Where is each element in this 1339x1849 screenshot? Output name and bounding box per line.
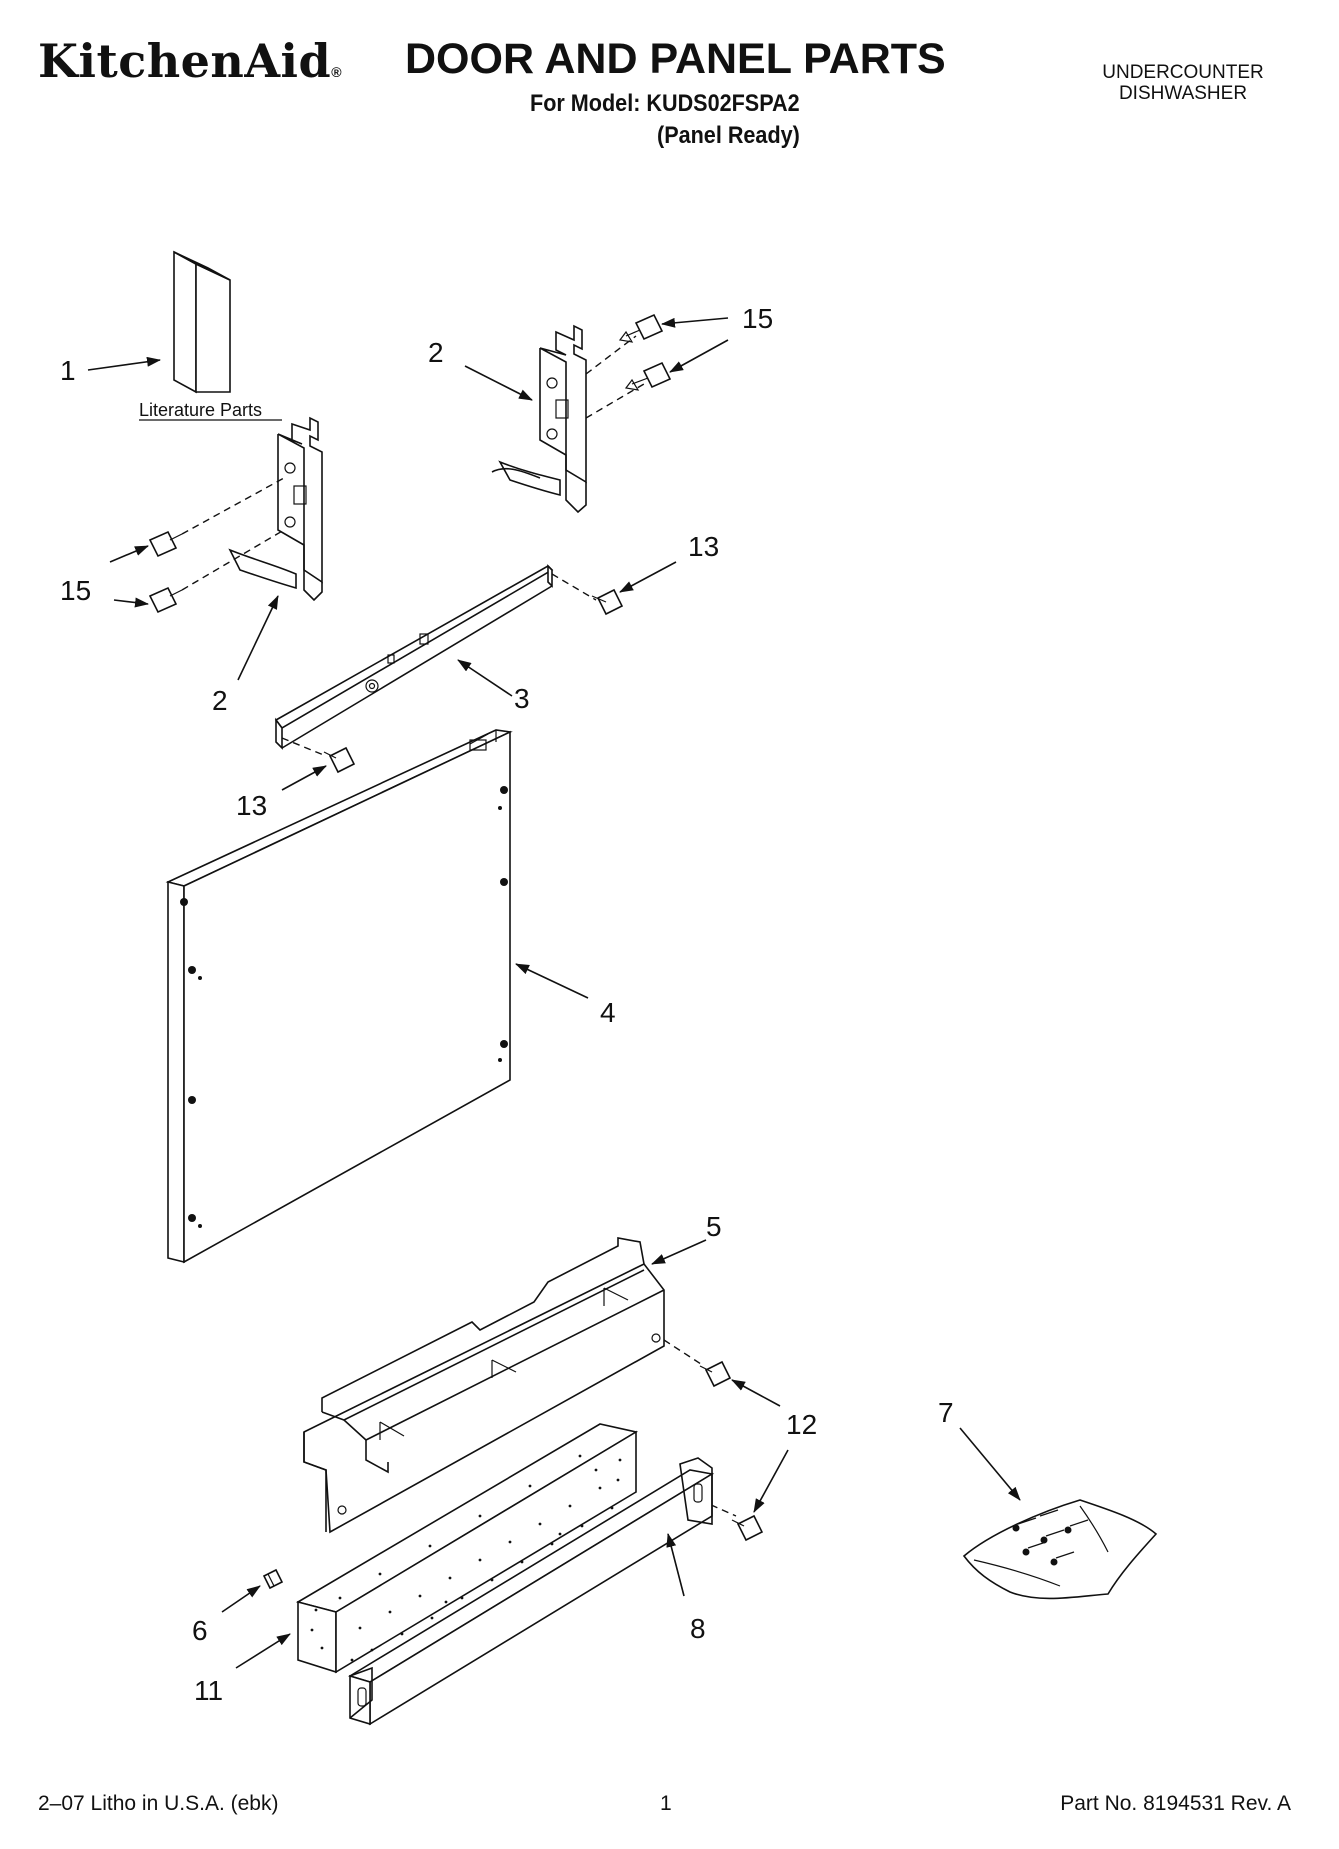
category-line-1: UNDERCOUNTER	[1102, 62, 1264, 83]
page-title: DOOR AND PANEL PARTS	[405, 35, 946, 83]
leader-2-lower	[237, 595, 279, 681]
leader-5	[651, 1239, 707, 1265]
callout-1: 1	[60, 355, 76, 386]
dash-13-upper	[551, 573, 597, 601]
screw-15-lower-b	[148, 586, 183, 614]
brand-logo: KitchenAid®	[38, 38, 342, 84]
leader-15-upper-a	[661, 317, 729, 328]
litho-info: 2–07 Litho in U.S.A. (ebk)	[38, 1792, 279, 1815]
callout-15-upper: 15	[742, 303, 773, 334]
leader-3	[457, 659, 513, 697]
toe-kick-bracket-part	[303, 1237, 665, 1534]
page-number: 1	[660, 1792, 672, 1815]
hardware-bag-part	[962, 1499, 1158, 1600]
callout-3: 3	[514, 683, 530, 714]
dash-15-lower-a	[181, 477, 285, 535]
callout-7: 7	[938, 1397, 954, 1428]
screw-13-lower	[323, 746, 356, 774]
screw-12-b	[731, 1514, 764, 1542]
leader-6	[221, 1585, 261, 1613]
callout-11: 11	[194, 1675, 223, 1706]
callout-2-lower: 2	[212, 685, 228, 716]
hinge-bracket-upper-part	[491, 324, 587, 514]
literature-parts-label: Literature Parts	[139, 400, 262, 420]
screw-15-upper-a	[618, 313, 664, 343]
screw-15-lower-a	[148, 530, 183, 558]
dash-12-a	[663, 1339, 705, 1367]
callout-13-upper: 13	[688, 531, 719, 562]
callout-15-lower: 15	[60, 575, 91, 606]
category-line-2: DISHWASHER	[1118, 83, 1248, 104]
dash-15-lower-b	[181, 529, 285, 591]
model-number: For Model: KUDS02FSPA2	[530, 90, 800, 117]
leader-12-b	[753, 1449, 789, 1513]
callout-4: 4	[600, 997, 616, 1028]
hinge-bracket-lower-part	[228, 416, 323, 602]
literature-booklet-part	[173, 250, 231, 394]
clip-part	[262, 1568, 284, 1590]
screw-12-a	[699, 1360, 732, 1388]
registered-mark: ®	[331, 64, 343, 80]
door-panel-part	[165, 729, 513, 1264]
appliance-category: UNDERCOUNTER DISHWASHER	[1078, 62, 1288, 104]
part-number: Part No. 8194531 Rev. A	[1060, 1792, 1291, 1815]
model-variant: (Panel Ready)	[657, 122, 800, 149]
foam-insulation-part	[295, 1423, 639, 1674]
callout-12: 12	[786, 1409, 817, 1440]
toe-kick-plate-part	[348, 1457, 715, 1726]
leader-12-a	[731, 1379, 781, 1407]
callout-2-upper: 2	[428, 337, 444, 368]
mounting-rail-part	[274, 564, 554, 750]
leader-15-lower-b	[113, 597, 149, 608]
callout-8: 8	[690, 1613, 706, 1644]
dash-13-lower	[281, 737, 327, 757]
leader-2-upper	[464, 365, 533, 401]
leader-13-upper	[619, 561, 677, 593]
screw-13-upper	[591, 588, 624, 616]
leader-15-lower-a	[109, 545, 149, 563]
dash-15-upper-a	[585, 335, 637, 375]
brand-name: KitchenAid	[38, 34, 332, 88]
leader-11	[235, 1633, 291, 1669]
callout-6: 6	[192, 1615, 208, 1646]
leader-7	[959, 1427, 1021, 1501]
callout-5: 5	[706, 1211, 722, 1242]
leader-8	[666, 1533, 685, 1597]
screw-15-upper-b	[624, 361, 672, 391]
leader-1	[87, 356, 161, 371]
callout-13-lower: 13	[236, 790, 267, 821]
leader-13-lower	[281, 765, 327, 791]
leader-15-upper-b	[669, 339, 729, 373]
leader-4	[515, 963, 589, 999]
